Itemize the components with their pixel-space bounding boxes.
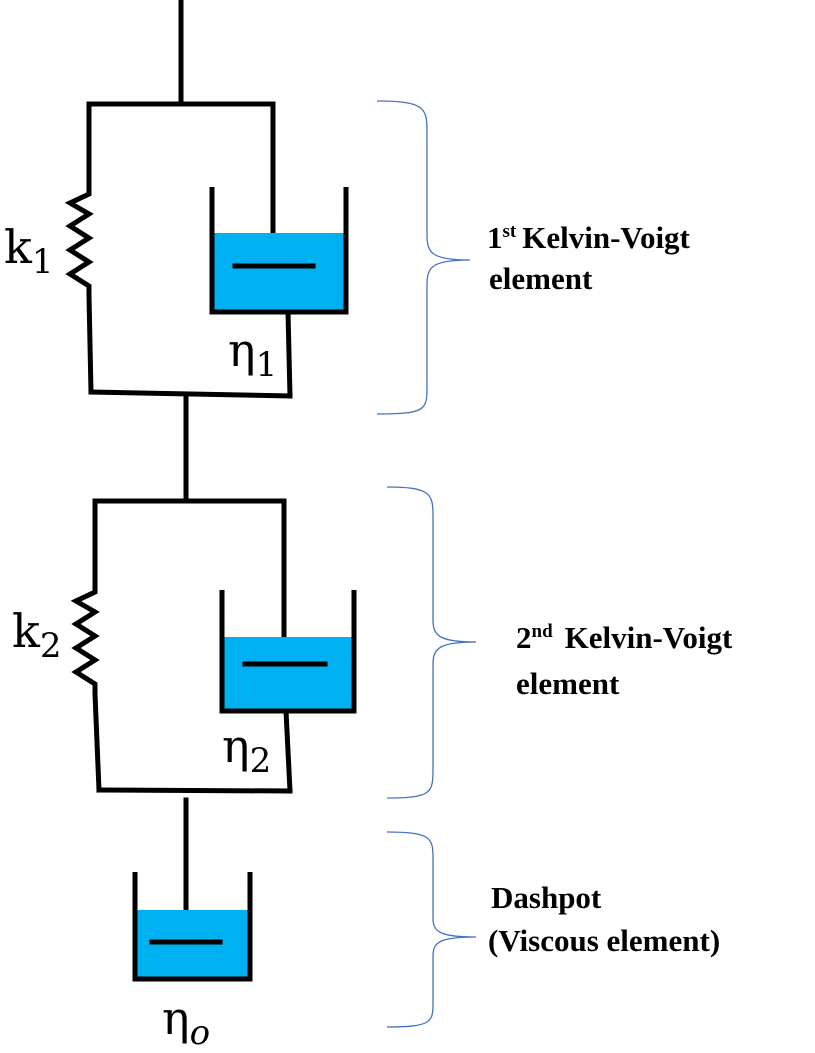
symbol-eta1: η1 (228, 323, 277, 385)
symbol-eta0: ηo (162, 991, 210, 1053)
dashpot-eta1-cup (209, 187, 349, 315)
dashpot-eta0-cup (132, 872, 253, 982)
kv2-spring-lower-wire (92, 691, 102, 793)
spring-k1 (64, 186, 94, 296)
kelvin-voigt-element-1 (64, 0, 349, 399)
dashpot-label-line2: (Viscous element) (488, 923, 720, 958)
kv2-dashpot-lower-wire (283, 708, 293, 794)
kelvin-voigt-element-2 (70, 498, 357, 794)
dashpot-eta1-fluid (212, 233, 346, 311)
kv2-bottom-bar (96, 787, 293, 794)
viscous-dashpot (132, 872, 253, 982)
dashpot-label-line1: Dashpot (491, 880, 602, 915)
dashpot-eta2-fluid (222, 637, 354, 710)
brace-kv2 (386, 486, 477, 799)
symbol-eta2: η2 (222, 719, 271, 781)
kv1-spring-lower-wire (86, 293, 94, 395)
spring-k2 (70, 584, 100, 694)
dashpot-eta2-cup (219, 590, 357, 714)
brace-dashpot (386, 831, 477, 1028)
symbol-k1: k1 (4, 220, 54, 282)
kv1-dashpot-lower-wire (285, 309, 293, 399)
brace-kv1 (376, 100, 471, 415)
kv1-label-line2: element (489, 261, 593, 296)
symbol-k2: k2 (12, 604, 62, 666)
kv2-label-line2: element (516, 666, 620, 701)
kv1-bottom-bar (88, 389, 293, 399)
